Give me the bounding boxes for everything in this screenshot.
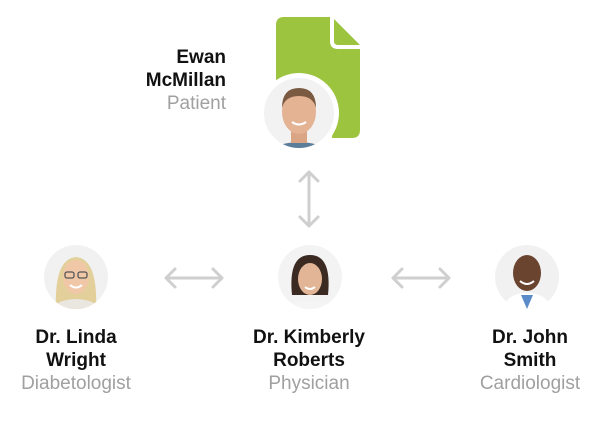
patient-label: Ewan McMillan Patient [120,46,226,115]
medical-record-document-icon [276,17,360,138]
doctor-linda-avatar [44,245,108,309]
patient-role: Patient [166,93,226,114]
patient-first-name: Ewan [176,47,226,68]
vertical-double-arrow-icon [298,170,320,228]
doctor-last-name: Wright [46,350,106,371]
doctor-first-name: Dr. Linda [35,327,117,348]
doctor-role: Physician [268,373,350,394]
doctor-last-name: Roberts [273,350,345,371]
doctor-last-name: Smith [503,350,557,371]
doctor-first-name: Dr. John [491,327,568,348]
doctor-role: Diabetologist [21,373,131,394]
doctor-john-label: Dr. John Smith Cardiologist [455,326,605,395]
doctor-john-avatar [495,245,559,309]
doctor-linda-label: Dr. Linda Wright Diabetologist [0,326,152,395]
doctor-kimberly-label: Dr. Kimberly Roberts Physician [228,326,390,395]
doctor-first-name: Dr. Kimberly [253,327,365,348]
right-double-arrow-icon [391,267,451,289]
doctor-kimberly-avatar [278,245,342,309]
patient-avatar [259,73,339,153]
left-double-arrow-icon [164,267,224,289]
doctor-role: Cardiologist [479,373,581,394]
patient-last-name: McMillan [145,70,226,91]
